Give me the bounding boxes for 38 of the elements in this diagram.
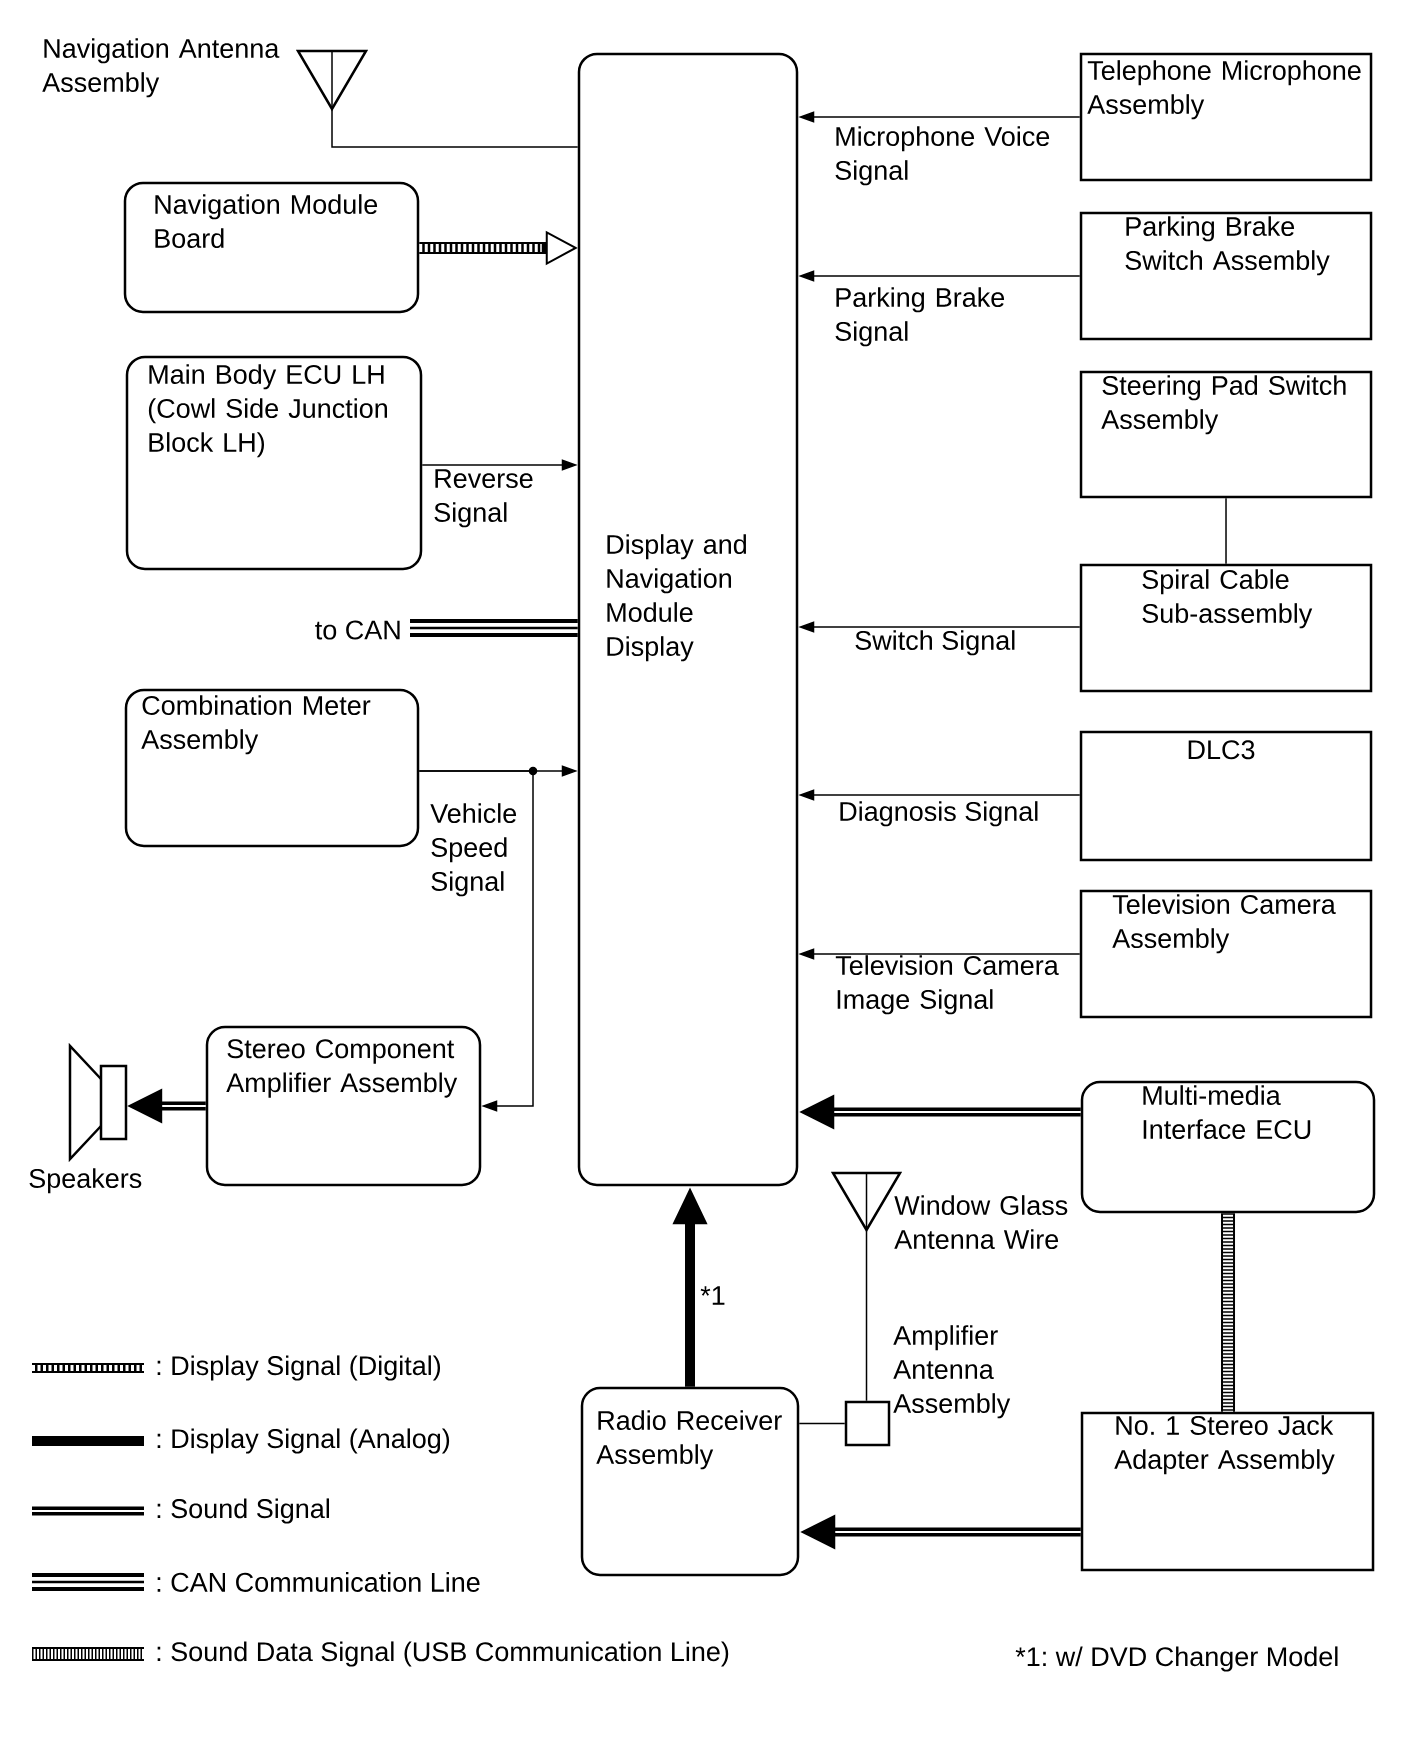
component-box: Stereo Component Amplifier Assembly [205,1025,482,1187]
component-box: Main Body ECU LH (Cowl Side Junction Block LH) [125,355,423,571]
edge-label: Parking Brake Signal [835,287,1005,347]
legend-text: : Display Signal (Analog) [157,1428,450,1454]
legend-text: : Display Signal (Digital) [157,1355,441,1381]
component-box: Steering Pad Switch Assembly [1079,370,1373,499]
connector-line [798,1422,846,1425]
legend-text: : Sound Data Signal (USB Communication Line) [157,1641,729,1667]
component-box: Radio Receiver Assembly [580,1386,800,1577]
edge-label: *1 [700,1286,725,1305]
component-box: No. 1 Stereo Jack Adapter Assembly [1080,1411,1375,1572]
amplifier-box: Amplifier Antenna Assembly [844,1325,1011,1447]
node-label: Amplifier Antenna Assembly [893,1325,1011,1419]
edge-label: Television Camera Image Signal [835,955,1059,1015]
module-box: Display and Navigation Module Display [577,52,799,1187]
component-box: Multi-media Interface ECU [1080,1080,1376,1214]
connector-line [331,108,579,148]
connector-line [1225,497,1227,565]
edge-label: Diagnosis Signal [840,801,1038,827]
edge-label: Vehicle Speed Signal [430,803,517,897]
component-box: Spiral Cable Sub-assembly [1079,563,1373,693]
edge-label: Switch Signal [855,630,1015,656]
bus-label: to CAN [315,620,400,640]
arrow [418,766,538,1112]
edge-label: Reverse Signal [434,469,533,528]
edge-label: Microphone Voice Signal [835,126,1050,186]
component-box: Navigation Module Board [123,181,420,314]
component-box: DLC3 [1079,730,1373,862]
legend-text: : Sound Signal [157,1498,329,1524]
component-box: Television Camera Assembly [1079,889,1373,1019]
component-box: Combination Meter Assembly [124,688,420,848]
component-box: Telephone Microphone Assembly [1079,52,1373,182]
connector-line [410,619,578,637]
legend-text: : CAN Communication Line [157,1572,480,1592]
connector-line [865,1229,868,1402]
note-text: *1: w/ DVD Changer Model [1015,1646,1338,1672]
component-box: Parking Brake Switch Assembly [1079,211,1373,341]
connector-line [1221,1213,1235,1412]
